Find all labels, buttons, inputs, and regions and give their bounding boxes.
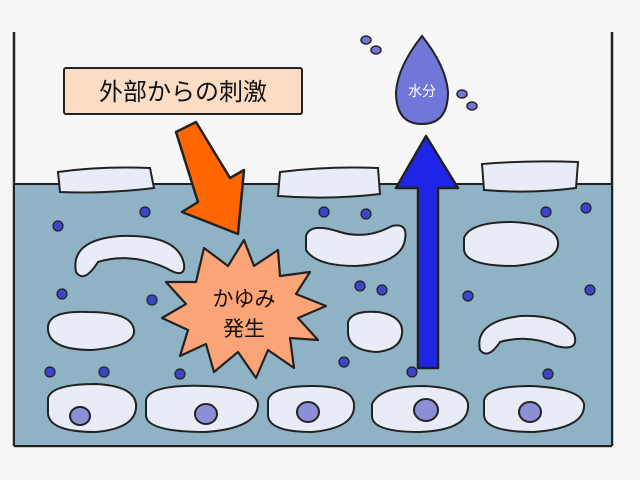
surface-flake (480, 160, 580, 193)
basal-cells (47, 382, 586, 434)
itch-label-line2: 発生 (223, 317, 265, 341)
moisture-dot (56, 288, 68, 300)
moisture-dots (44, 202, 596, 380)
moisture-dot (542, 368, 554, 380)
moisture-dot (376, 284, 388, 296)
moisture-dot (174, 368, 186, 380)
itch-burst (160, 238, 328, 380)
skin-cell (305, 224, 407, 268)
moisture-dot (98, 366, 110, 378)
cell-nucleus (413, 398, 439, 422)
moisture-dot (406, 366, 418, 378)
cell-nucleus (518, 401, 542, 423)
splash-droplet (370, 45, 382, 55)
stimulus-label: 外部からの刺激 (99, 78, 267, 106)
itch-label-line1: かゆみ (213, 287, 276, 311)
moisture-dot (52, 220, 64, 232)
down-right-arrow-icon (174, 120, 246, 236)
moisture-dot (462, 290, 474, 302)
moisture-dot (318, 206, 330, 218)
water-label: 水分 (408, 84, 436, 100)
surface-flake (56, 166, 156, 194)
moisture-dot (338, 356, 350, 368)
moisture-dot (584, 284, 596, 296)
cell-nucleus (296, 401, 320, 423)
moisture-dot (540, 206, 552, 218)
moisture-dot (354, 280, 366, 292)
up-arrow-icon (394, 134, 460, 370)
skin-cell (463, 220, 560, 268)
surface-flake (276, 166, 382, 199)
moisture-dot (360, 208, 372, 220)
skin-cell (478, 314, 577, 355)
skin-cell (74, 234, 186, 278)
stimulus-label-box (63, 67, 303, 115)
basal-cell (47, 382, 138, 434)
upper-cells (46, 220, 577, 355)
moisture-dot (44, 366, 56, 378)
moisture-dot (146, 294, 158, 306)
skin-cell (46, 310, 136, 352)
cell-nucleus (69, 406, 91, 426)
cell-nucleus (194, 403, 218, 425)
splash-droplet (466, 101, 478, 111)
splash-droplet (456, 89, 468, 99)
moisture-dot (139, 206, 151, 218)
skin-cell (347, 310, 404, 354)
moisture-dot (580, 202, 592, 214)
water-drop-icon (394, 34, 450, 126)
surface-flakes (56, 160, 580, 199)
splash-droplets (360, 35, 478, 111)
splash-droplet (360, 35, 372, 45)
